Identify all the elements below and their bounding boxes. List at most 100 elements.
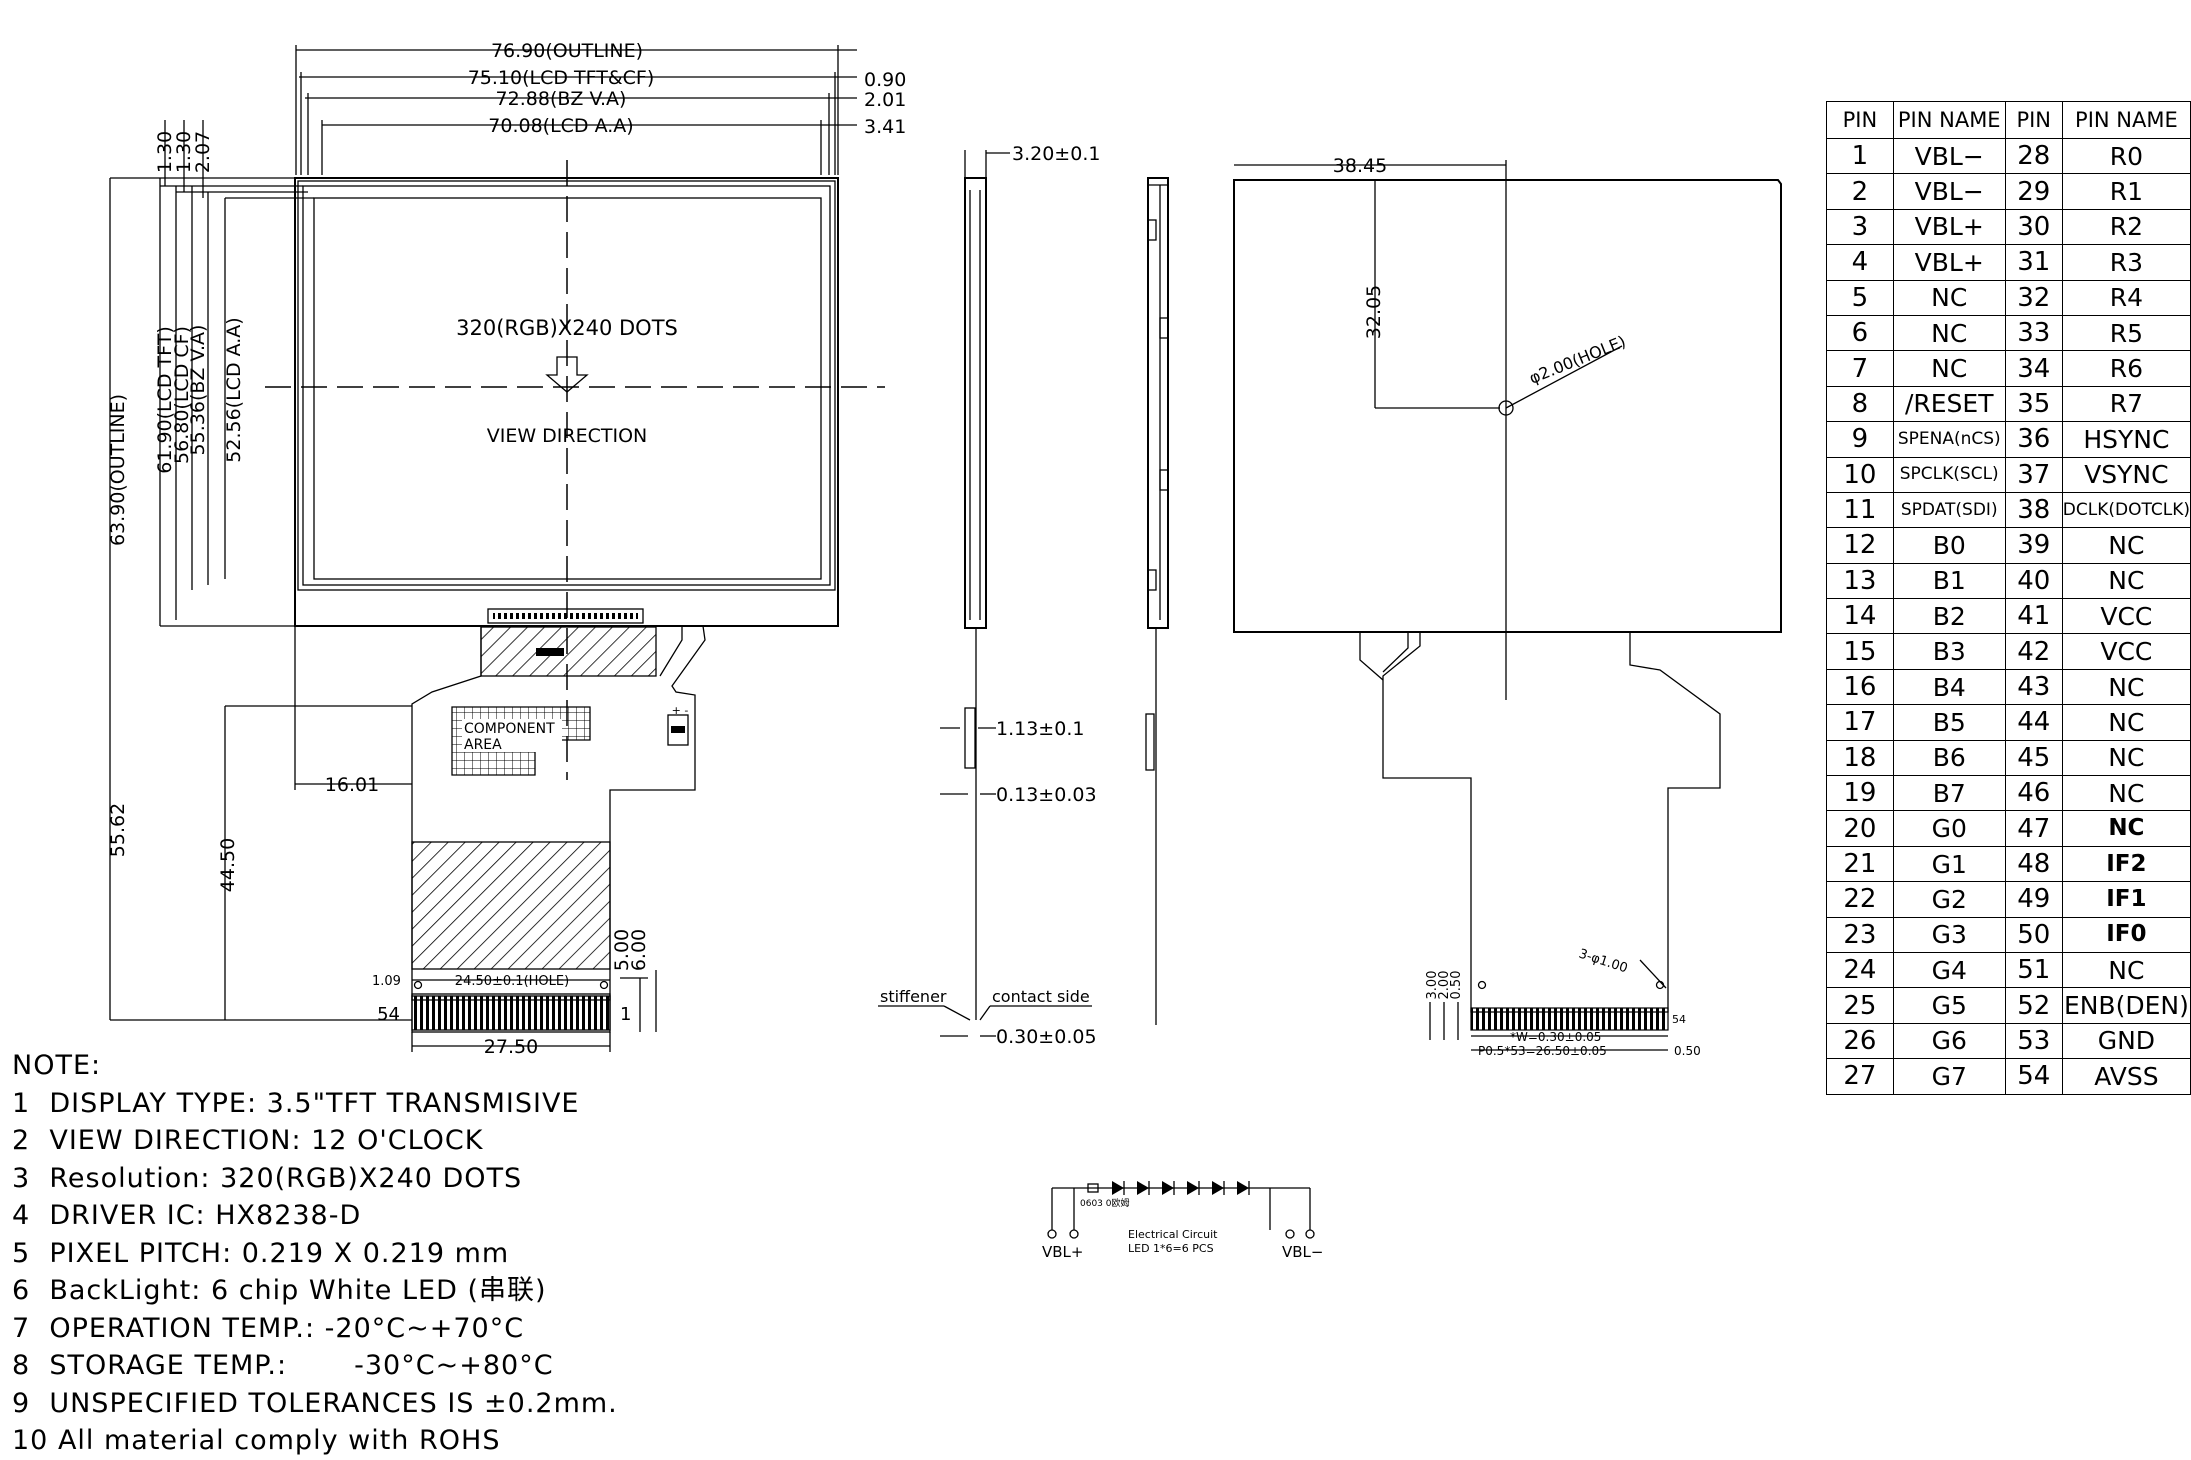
pin-name-cell: DCLK(DOTCLK) <box>2061 491 2191 529</box>
pin-number-cell: 26 <box>1826 1022 1894 1060</box>
note-item: 10 All material comply with ROHS <box>12 1425 501 1456</box>
header-pin-2: PIN <box>2004 101 2063 139</box>
pin-name-cell: R2 <box>2061 208 2191 246</box>
pin-name-cell: IF1 <box>2061 881 2191 918</box>
pin-number-cell: 42 <box>2004 633 2063 670</box>
back-panel <box>1233 179 1782 633</box>
pin-name-cell: G3 <box>1892 916 2006 953</box>
dim-right-offset-2: 2.01 <box>864 89 906 111</box>
pin-number-cell: 9 <box>1826 421 1894 458</box>
front-view: 320(RGB)X240 DOTS VIEW DIRECTION + - COM… <box>107 40 906 1058</box>
pin-name-cell: R7 <box>2061 385 2191 423</box>
pin-name-cell: NC <box>2061 951 2191 989</box>
dim-right-offset-3: 3.41 <box>864 116 906 138</box>
vbl-minus-terminal-2 <box>1305 1229 1315 1239</box>
pin-number-cell: 40 <box>2004 562 2063 600</box>
driver-ic-area <box>480 626 657 677</box>
fpc-hole-right <box>599 980 609 990</box>
fpc-contacts <box>411 995 611 1031</box>
dim-pitch-width: *W=0.30±0.05 <box>1510 1030 1601 1044</box>
side2-panel <box>1147 177 1169 629</box>
fpc-outline <box>411 625 706 1001</box>
vbl-minus-terminal <box>1285 1229 1295 1239</box>
pin-name-cell: G0 <box>1892 810 2006 847</box>
pin-number-cell: 29 <box>2004 173 2063 210</box>
dim-lcd-tft-cf-width: 75.10(LCD TFT&CF) <box>468 67 655 89</box>
pin-number-cell: 11 <box>1826 491 1894 529</box>
dim-fpc-length: 44.50 <box>217 838 239 892</box>
pin-name-cell: NC <box>1892 314 2006 352</box>
note-item: 4 DRIVER IC: HX8238-D <box>12 1200 362 1231</box>
note-item: 6 BackLight: 6 chip White LED (串联) <box>12 1275 547 1306</box>
view-direction-arrow <box>545 356 589 393</box>
pin-name-cell: ENB(DEN) <box>2061 987 2191 1024</box>
pin-name-cell: B7 <box>1892 775 2006 812</box>
pin-name-cell: B2 <box>1892 598 2006 635</box>
pin-name-cell: G7 <box>1892 1058 2006 1095</box>
pin-number-cell: 17 <box>1826 704 1894 741</box>
notes-title: NOTE: <box>12 1050 102 1081</box>
dim-connector-height-1: 5.00 <box>611 929 633 971</box>
circuit-title-2: LED 1*6=6 PCS <box>1128 1242 1214 1255</box>
pin-table-header: PIN PIN NAME PIN PIN NAME <box>1826 101 2191 139</box>
contact-leader-2 <box>979 1005 991 1021</box>
pin-name-cell: IF2 <box>2061 845 2191 883</box>
pin-number-cell: 41 <box>2004 598 2063 635</box>
fpc-slit <box>659 626 683 677</box>
pin-name-cell: B4 <box>1892 668 2006 706</box>
pin-name-cell: B5 <box>1892 704 2006 741</box>
pin-name-cell: R4 <box>2061 279 2191 316</box>
panel-connector <box>487 608 644 624</box>
pin-name-cell: NC <box>2061 704 2191 741</box>
hole-label: φ2.00(HOLE) <box>1526 332 1628 388</box>
note-item: 2 VIEW DIRECTION: 12 O'CLOCK <box>12 1125 484 1156</box>
pin-number-cell: 25 <box>1826 987 1894 1024</box>
dim-edge-offset: 0.50 <box>1674 1044 1701 1058</box>
vbl-plus-label: VBL+ <box>1042 1243 1083 1261</box>
pin-number-cell: 38 <box>2004 491 2063 529</box>
dim-hole-pitch: 24.50±0.1(HOLE) <box>455 974 569 989</box>
pin-number-cell: 15 <box>1826 633 1894 670</box>
dim-fpc-copper: 0.13±0.03 <box>996 784 1097 806</box>
pin-number-cell: 30 <box>2004 208 2063 246</box>
pin-name-cell: R5 <box>2061 314 2191 352</box>
dim-lcd-cf-height: 56.80(LCD CF) <box>171 326 193 464</box>
pin-number-cell: 46 <box>2004 775 2063 812</box>
pin-name-cell: VBL+ <box>1892 208 2006 246</box>
pin-number-cell: 19 <box>1826 775 1894 812</box>
pin-name-cell: SPCLK(SCL) <box>1892 456 2006 493</box>
note-item: 5 PIXEL PITCH: 0.219 X 0.219 mm <box>12 1237 510 1269</box>
led-6 <box>1237 1181 1249 1195</box>
fpc-contact-frame <box>411 993 611 1033</box>
pin-name-cell: G4 <box>1892 951 2006 989</box>
dim-outline-height: 63.90(OUTLINE) <box>107 394 129 546</box>
pin-number-cell: 21 <box>1826 845 1894 883</box>
dim-fpc-thickness: 1.13±0.1 <box>996 718 1084 740</box>
dim-pitch-total: P0.5*53=26.50±0.05 <box>1478 1044 1607 1058</box>
vbl-minus-label: VBL− <box>1282 1243 1323 1261</box>
pin-54-mark: 54 <box>377 1004 400 1025</box>
back-dim-small-1: 3.00 <box>1425 971 1440 1000</box>
pin-number-cell: 10 <box>1826 456 1894 493</box>
pin-name-cell: VBL− <box>1892 173 2006 210</box>
pin-name-cell: NC <box>2061 527 2191 564</box>
note-item: 1 DISPLAY TYPE: 3.5"TFT TRANSMISIVE <box>12 1087 580 1119</box>
dim-lcd-aa-width: 70.08(LCD A.A) <box>488 115 633 137</box>
pin-name-cell: VBL+ <box>1892 244 2006 281</box>
note-item: 8 STORAGE TEMP.: -30°C~+80°C <box>12 1350 554 1381</box>
pin-name-cell: NC <box>2061 775 2191 812</box>
side-view-2 <box>1145 177 1169 1025</box>
pin-name-cell: GND <box>2061 1022 2191 1060</box>
circuit-title-1: Electrical Circuit <box>1128 1228 1218 1241</box>
pin-number-cell: 37 <box>2004 456 2063 493</box>
contact-side-label: contact side <box>992 987 1090 1006</box>
